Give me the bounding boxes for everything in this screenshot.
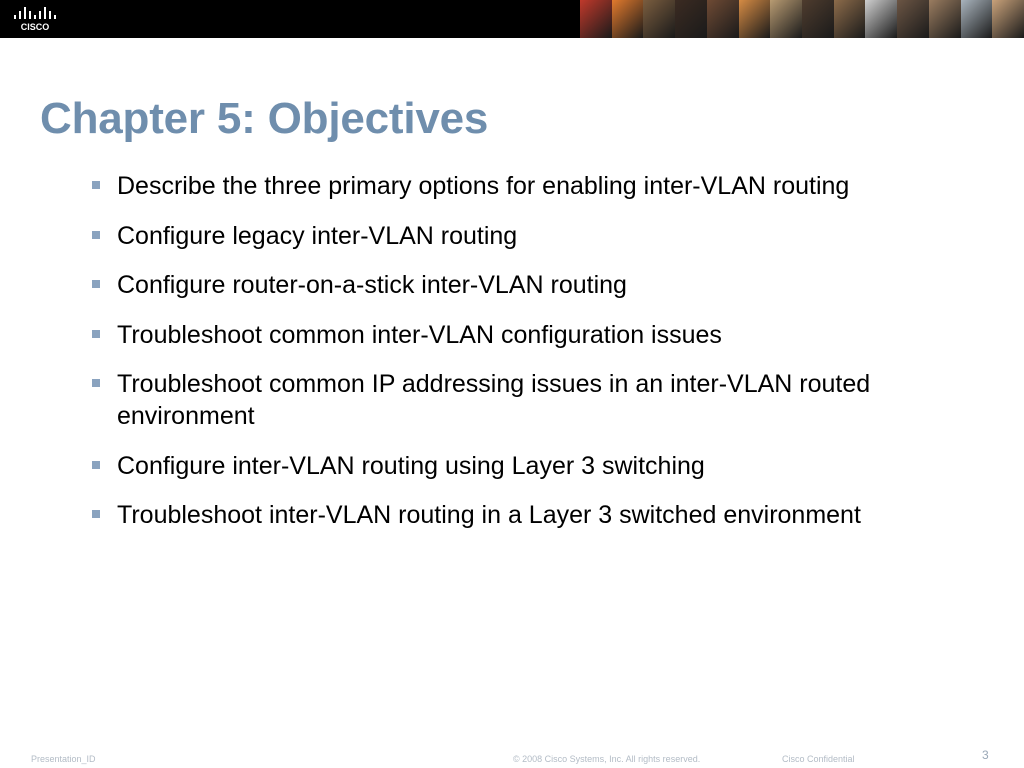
footer-presentation-id: Presentation_ID [31,754,96,764]
objective-item: Configure inter-VLAN routing using Layer… [90,450,990,482]
slide-title: Chapter 5: Objectives [40,94,489,143]
cisco-logo-text: CISCO [21,22,50,32]
header-photo [738,0,771,38]
header-bar: CISCO [0,0,1024,38]
objective-text: Configure legacy inter-VLAN routing [117,221,518,250]
header-photo [897,0,929,38]
bullet-square-icon [92,379,100,387]
objective-text: Configure router-on-a-stick inter-VLAN r… [117,271,627,299]
page-number: 3 [982,748,989,762]
objective-item: Configure legacy inter-VLAN routing [90,220,990,252]
header-photo [960,0,993,38]
header-photo [833,0,866,38]
bullet-square-icon [92,230,100,239]
objective-text: Troubleshoot common IP addressing issues… [117,370,871,430]
objective-text: Troubleshoot inter-VLAN routing in a Lay… [117,501,861,529]
objective-text: Configure inter-VLAN routing using Layer… [117,451,705,480]
bullet-square-icon [92,510,100,518]
header-photo [675,0,707,38]
objective-item: Describe the three primary options for e… [90,170,990,202]
header-photo-strip [580,0,1024,38]
header-photo [992,0,1024,38]
objectives-list: Describe the three primary options for e… [90,170,990,549]
footer-confidential: Cisco Confidential [782,754,855,764]
objective-text: Describe the three primary options for e… [117,172,850,200]
header-photo [580,0,612,38]
bullet-square-icon [92,280,100,288]
objective-item: Troubleshoot inter-VLAN routing in a Lay… [90,499,990,531]
header-photo [643,0,676,38]
objective-item: Troubleshoot common IP addressing issues… [90,368,990,432]
objective-text: Troubleshoot common inter-VLAN configura… [117,320,722,349]
header-photo [611,0,644,38]
bullet-square-icon [92,460,100,469]
header-photo [802,0,834,38]
header-photo [865,0,898,38]
cisco-logo: CISCO [14,7,56,32]
footer-copyright: © 2008 Cisco Systems, Inc. All rights re… [513,754,701,764]
objective-item: Troubleshoot common inter-VLAN configura… [90,319,990,351]
header-photo [770,0,803,38]
header-photo [706,0,739,38]
bullet-square-icon [92,329,100,338]
objective-item: Configure router-on-a-stick inter-VLAN r… [90,269,990,301]
bullet-square-icon [92,181,100,189]
header-photo [928,0,961,38]
